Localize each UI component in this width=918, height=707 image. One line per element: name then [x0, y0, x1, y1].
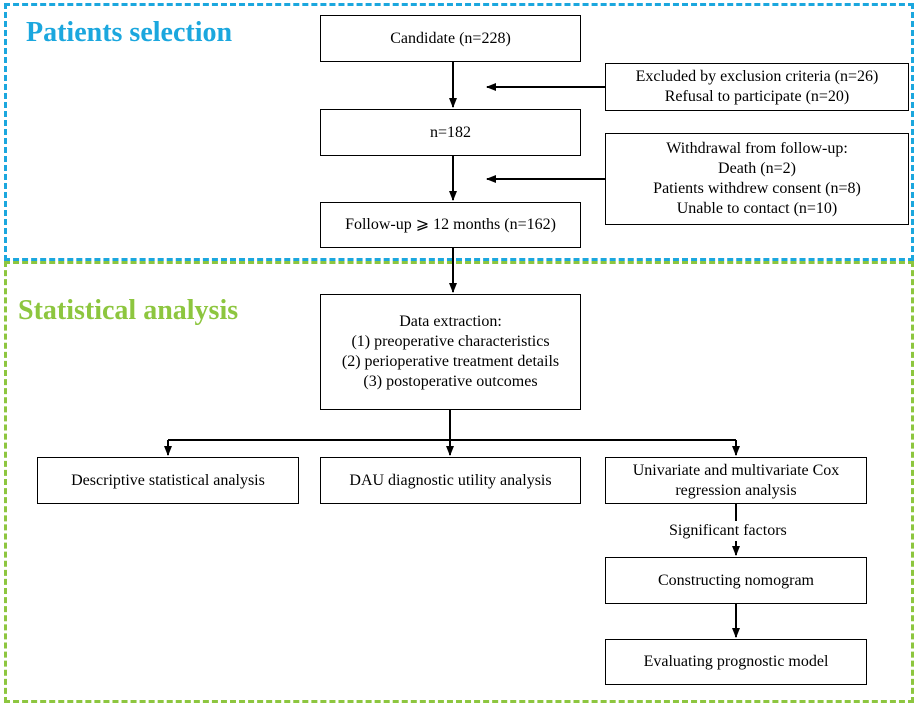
descriptive-analysis-text: Descriptive statistical analysis — [71, 471, 265, 489]
nomogram-box: Constructing nomogram — [605, 557, 867, 604]
evaluating-model-box: Evaluating prognostic model — [605, 639, 867, 685]
withdrawal-line-3: Patients withdrew consent (n=8) — [653, 180, 861, 197]
data-extraction-line-1: Data extraction: — [399, 313, 502, 330]
evaluating-model-text: Evaluating prognostic model — [643, 653, 829, 670]
patients-selection-title: Patients selection — [26, 17, 233, 48]
followup-box: Follow-up ⩾ 12 months (n=162) — [320, 202, 581, 248]
withdrawal-line-4: Unable to contact (n=10) — [676, 200, 838, 217]
followup-text: Follow-up ⩾ 12 months (n=162) — [345, 216, 556, 233]
cox-regression-line-2: regression analysis — [675, 481, 797, 499]
descriptive-analysis-box: Descriptive statistical analysis — [37, 457, 299, 504]
significant-factors-label: Significant factors — [666, 521, 790, 541]
withdrawal-box: Withdrawal from follow-up: Death (n=2) P… — [605, 133, 909, 225]
dau-analysis-text: DAU diagnostic utility analysis — [349, 471, 552, 489]
n182-box: n=182 — [320, 109, 581, 156]
statistical-analysis-title: Statistical analysis — [18, 295, 239, 326]
dau-analysis-box: DAU diagnostic utility analysis — [320, 457, 581, 504]
excluded-box: Excluded by exclusion criteria (n=26) Re… — [605, 63, 909, 111]
data-extraction-line-4: (3) postoperative outcomes — [363, 373, 538, 390]
withdrawal-line-1: Withdrawal from follow-up: — [666, 140, 848, 157]
candidate-box: Candidate (n=228) — [320, 15, 581, 62]
cox-regression-box: Univariate and multivariate Cox regressi… — [605, 457, 867, 504]
data-extraction-box: Data extraction: (1) preoperative charac… — [320, 294, 581, 410]
data-extraction-line-3: (2) perioperative treatment details — [341, 353, 560, 370]
patients-selection-section — [4, 3, 914, 261]
excluded-line-2: Refusal to participate (n=20) — [664, 88, 850, 105]
withdrawal-line-2: Death (n=2) — [718, 160, 796, 177]
n182-text: n=182 — [429, 123, 472, 141]
cox-regression-line-1: Univariate and multivariate Cox — [632, 461, 840, 479]
data-extraction-line-2: (1) preoperative characteristics — [351, 333, 550, 350]
nomogram-text: Constructing nomogram — [658, 571, 814, 589]
excluded-line-1: Excluded by exclusion criteria (n=26) — [635, 68, 879, 85]
candidate-text: Candidate (n=228) — [390, 29, 511, 47]
statistical-analysis-section — [4, 261, 914, 703]
